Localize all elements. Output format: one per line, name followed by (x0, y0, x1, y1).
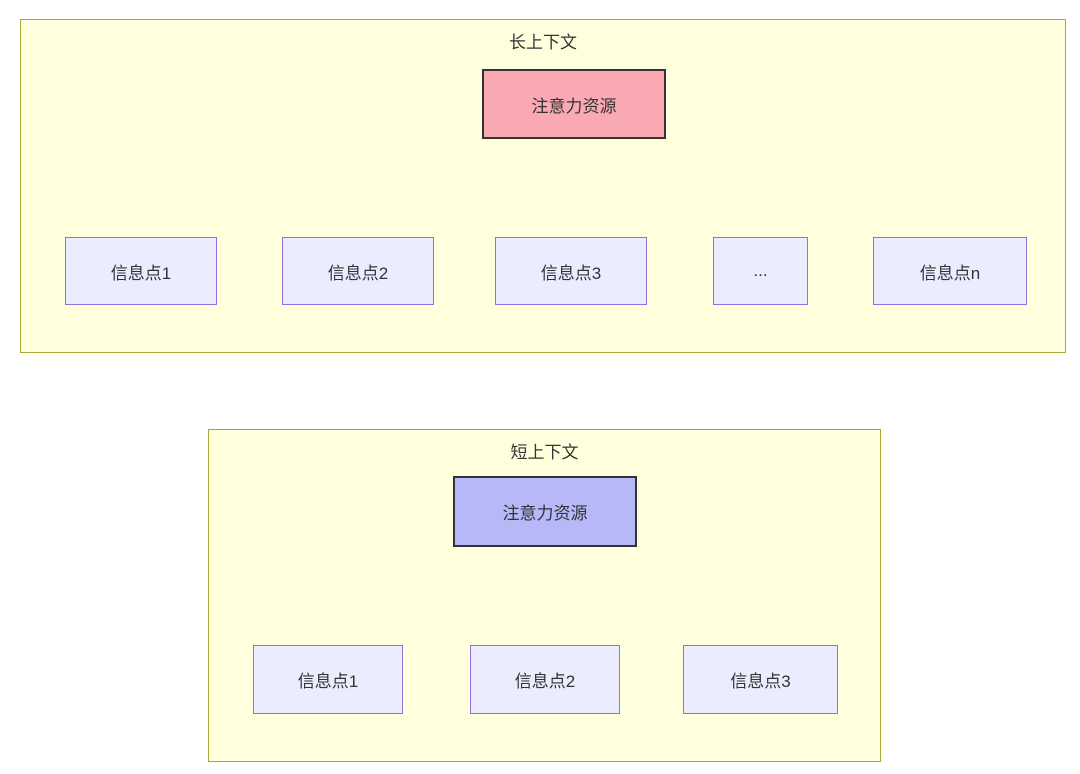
attention-node-short: 注意力资源 (453, 476, 637, 547)
info-node-long-dots: ... (713, 237, 808, 305)
info-node-long-3: 信息点3 (495, 237, 647, 305)
info-node-long-n: 信息点n (873, 237, 1027, 305)
attention-node-long: 注意力资源 (482, 69, 666, 139)
info-node-short-3: 信息点3 (683, 645, 838, 714)
info-node-short-2: 信息点2 (470, 645, 620, 714)
info-node-long-2: 信息点2 (282, 237, 434, 305)
info-node-long-1: 信息点1 (65, 237, 217, 305)
short-context-title: 短上下文 (510, 443, 579, 462)
info-node-short-1: 信息点1 (253, 645, 403, 714)
long-context-title: 长上下文 (509, 33, 577, 52)
